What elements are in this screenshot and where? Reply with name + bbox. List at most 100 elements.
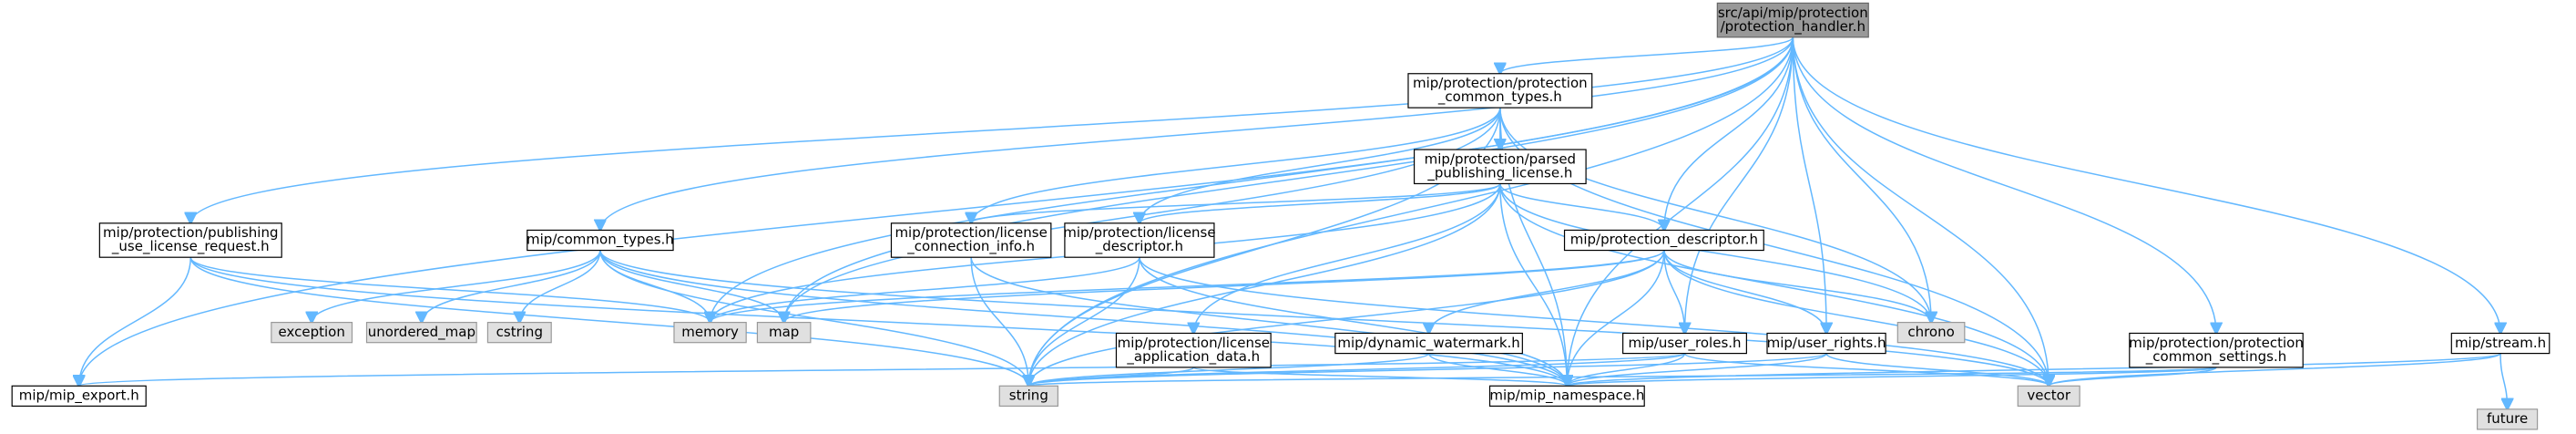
edge-parsed_publishing-to-license_connection xyxy=(971,182,1501,222)
node-box xyxy=(756,322,812,344)
node-label: mip/protection_descriptor.h xyxy=(1570,232,1758,249)
edge-user_roles-to-vector xyxy=(1683,352,2050,387)
edge-root-to-prot_common_settings xyxy=(1792,36,2216,334)
node-label: mip/protection/license xyxy=(894,224,1047,241)
node-label: /protection_handler.h xyxy=(1721,18,1866,36)
node-box xyxy=(1766,332,1886,355)
node-label: future xyxy=(2487,410,2528,427)
edge-prot_common_settings-to-mip_namespace xyxy=(1567,367,2217,386)
node-label: vector xyxy=(2027,388,2070,404)
edge-common_types-to-string xyxy=(599,250,1028,387)
node-mip-namespace[interactable]: mip/mip_namespace.h xyxy=(1488,385,1645,407)
node-label: exception xyxy=(279,324,345,340)
node-label: string xyxy=(1009,388,1048,404)
node-box xyxy=(1716,2,1869,38)
node-unordered-map: unordered_map xyxy=(365,322,477,344)
edge-protection_descriptor-to-chrono xyxy=(1663,250,1931,323)
node-label: _common_types.h xyxy=(1437,88,1562,106)
node-label: memory xyxy=(681,324,739,340)
node-user-rights[interactable]: mip/user_rights.h xyxy=(1766,332,1886,355)
edge-license_descriptor-to-vector xyxy=(1139,257,2049,386)
node-protection-descriptor[interactable]: mip/protection_descriptor.h xyxy=(1563,229,1764,252)
edge-license_descriptor-to-memory xyxy=(710,256,1140,322)
edge-root-to-publishing_use_license xyxy=(190,36,1794,223)
edge-parsed_publishing-to-license_descriptor xyxy=(1140,182,1501,222)
node-dynamic-watermark[interactable]: mip/dynamic_watermark.h xyxy=(1334,332,1523,355)
node-label: _descriptor.h xyxy=(1095,238,1183,255)
edge-stream-to-mip_namespace xyxy=(1567,352,2501,387)
node-cstring: cstring xyxy=(486,322,552,344)
node-label: mip/protection/parsed xyxy=(1425,150,1576,167)
edge-user_rights-to-mip_namespace xyxy=(1567,352,1827,387)
node-box xyxy=(998,385,1058,407)
edge-root-to-memory xyxy=(710,36,1794,323)
edge-stream-to-vector xyxy=(2049,352,2501,387)
node-label: map xyxy=(769,324,799,340)
node-label: mip/mip_export.h xyxy=(19,388,139,405)
node-box xyxy=(1488,385,1645,407)
node-license-app-data[interactable]: mip/protection/license_application_data.… xyxy=(1115,332,1272,368)
node-box xyxy=(1115,332,1272,368)
edge-protection_descriptor-to-vector xyxy=(1663,250,2049,387)
edge-protection_descriptor-to-map xyxy=(784,250,1665,323)
edge-publishing_use_license-to-mip_namespace xyxy=(189,257,1567,386)
node-label: unordered_map xyxy=(368,324,475,341)
edge-common_types-to-map xyxy=(599,250,784,323)
node-box xyxy=(890,222,1052,258)
node-box xyxy=(2476,408,2539,430)
node-common-types[interactable]: mip/common_types.h xyxy=(526,229,674,252)
node-box xyxy=(2450,332,2550,355)
edge-common_types-to-cstring xyxy=(519,250,601,323)
node-box xyxy=(365,322,477,344)
edge-root-to-common_types xyxy=(600,36,1794,231)
edge-parsed_publishing-to-protection_descriptor xyxy=(1499,183,1664,230)
edge-user_rights-to-string xyxy=(1028,352,1827,387)
edge-root-to-prot_common_types xyxy=(1500,36,1794,74)
edge-protection_descriptor-to-string xyxy=(1028,250,1665,387)
node-box xyxy=(2017,385,2080,407)
edge-common_types-to-unordered_map xyxy=(422,250,601,323)
node-user-roles[interactable]: mip/user_roles.h xyxy=(1622,332,1747,355)
node-box xyxy=(1407,73,1593,108)
node-root[interactable]: src/api/mip/protection/protection_handle… xyxy=(1716,2,1869,38)
node-license-descriptor[interactable]: mip/protection/license_descriptor.h xyxy=(1063,222,1216,258)
node-mip-export[interactable]: mip/mip_export.h xyxy=(11,385,147,407)
edge-root-to-protection_descriptor xyxy=(1664,36,1794,231)
edge-license_connection-to-mip_namespace xyxy=(970,257,1567,386)
node-publishing-use-license[interactable]: mip/protection/publishing_use_license_re… xyxy=(98,222,282,258)
edge-root-to-map xyxy=(784,36,1794,323)
edge-root-to-user_rights xyxy=(1792,36,1826,334)
node-label: mip/protection/license xyxy=(1063,224,1215,241)
edge-publishing_use_license-to-memory xyxy=(189,256,710,322)
edge-common_types-to-mip_namespace xyxy=(599,250,1567,387)
node-box xyxy=(526,229,674,252)
node-label: mip/stream.h xyxy=(2455,335,2546,351)
node-string: string xyxy=(998,385,1058,407)
edge-publishing_use_license-to-string xyxy=(189,257,1028,386)
edge-prot_common_settings-to-string xyxy=(1028,367,2217,386)
node-license-connection[interactable]: mip/protection/license_connection_info.h xyxy=(890,222,1052,258)
node-box xyxy=(11,385,147,407)
edge-root-to-stream xyxy=(1792,36,2500,334)
node-box xyxy=(1563,229,1764,252)
node-prot-common-types[interactable]: mip/protection/protection_common_types.h xyxy=(1407,73,1593,108)
edge-prot_common_types-to-license_connection xyxy=(971,108,1501,223)
edge-license_connection-to-string xyxy=(970,257,1028,386)
edge-protection_descriptor-to-user_roles xyxy=(1663,250,1685,334)
node-box xyxy=(1896,322,1966,344)
node-vector: vector xyxy=(2017,385,2080,407)
edge-license_descriptor-to-string xyxy=(1028,257,1140,386)
edge-publishing_use_license-to-mip_export xyxy=(79,257,192,386)
node-label: mip/common_types.h xyxy=(526,232,674,249)
node-map: map xyxy=(756,322,812,344)
node-future: future xyxy=(2476,408,2539,430)
node-prot-common-settings[interactable]: mip/protection/protection_common_setting… xyxy=(2129,332,2304,368)
node-label: mip/mip_namespace.h xyxy=(1489,388,1644,405)
edge-user_roles-to-mip_export xyxy=(79,352,1686,387)
node-label: mip/dynamic_watermark.h xyxy=(1337,335,1519,352)
node-parsed-publishing[interactable]: mip/protection/parsed_publishing_license… xyxy=(1413,149,1587,185)
node-label: _common_settings.h xyxy=(2145,348,2286,366)
node-label: _connection_info.h xyxy=(906,238,1035,255)
node-box xyxy=(2129,332,2304,368)
node-stream[interactable]: mip/stream.h xyxy=(2450,332,2550,355)
